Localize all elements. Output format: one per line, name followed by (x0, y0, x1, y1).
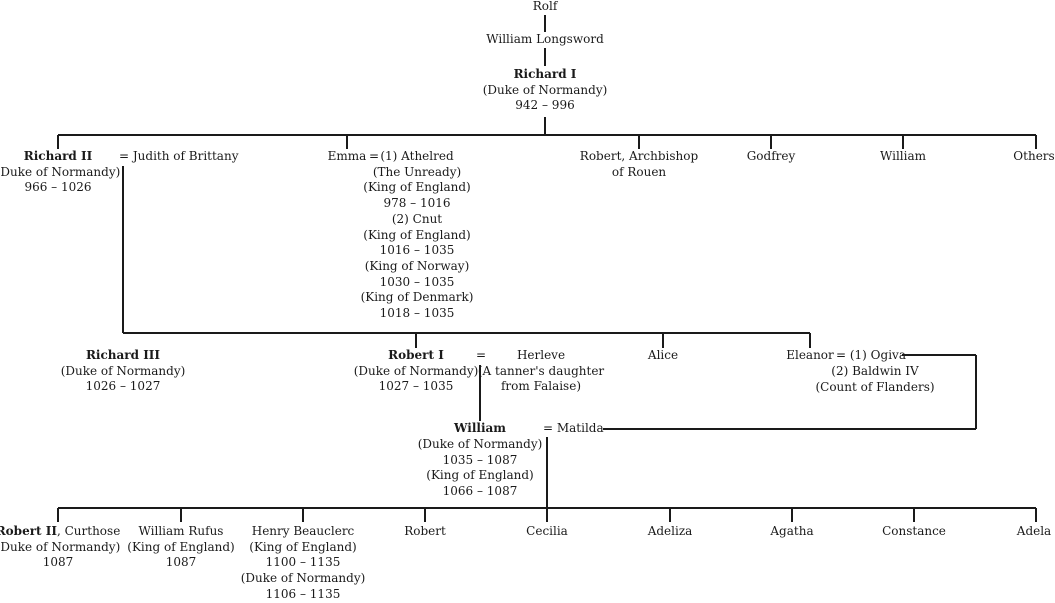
spouse-athelred-cnut: (1) Athelred (The Unready) (King of Engl… (361, 149, 474, 322)
person-name: Cecilia (526, 524, 568, 538)
person-william-rufus: William Rufus (King of England) 1087 (127, 524, 234, 571)
person-constance: Constance (882, 524, 946, 540)
person-name: Robert, Archbishop (579, 149, 699, 163)
person-dates: 942 – 996 (515, 98, 575, 113)
person-name: Emma (327, 149, 367, 163)
person-name: Robert (404, 524, 446, 538)
person-name: Richard II (23, 149, 93, 163)
person-dates: 1026 – 1027 (85, 379, 161, 394)
spouse-baldwin-iv: (2) Baldwin IV (Count of Flanders) (815, 364, 934, 395)
equals-sign: = (369, 149, 380, 163)
person-title: (Count of Flanders) (815, 379, 935, 394)
person-richard-i: Richard I (Duke of Normandy) 942 – 996 (483, 67, 608, 114)
person-name: Henry Beauclerc (251, 524, 355, 538)
marriage-sign-robert-i: = (476, 348, 486, 364)
person-name: (2) Cnut (391, 211, 443, 226)
person-name: Adela (1016, 524, 1052, 538)
person-cecilia: Cecilia (526, 524, 568, 540)
equals-sign: = (476, 348, 487, 362)
person-william-titles: (Duke of Normandy) 1035 – 1087 (King of … (418, 437, 543, 500)
person-title: (King of England) (363, 180, 471, 195)
person-dates: 1016 – 1035 (379, 243, 455, 258)
person-name: Richard I (513, 67, 577, 81)
person-description: from Falaise) (500, 379, 582, 394)
person-name: Herleve (516, 348, 566, 362)
person-name: William Rufus (138, 524, 224, 538)
person-dates: 1087 (42, 555, 74, 570)
person-description: (A tanner's daughter (477, 363, 605, 378)
spouse-matilda: = Matilda (543, 421, 604, 437)
person-name: Constance (882, 524, 946, 538)
person-name: (2) Baldwin IV (831, 364, 919, 378)
person-william-the-conqueror: William (454, 421, 506, 437)
person-dates: 978 – 1016 (383, 196, 451, 211)
person-adeliza: Adeliza (648, 524, 693, 540)
marriage-sign-emma: = (369, 149, 379, 165)
person-william-longsword: William Longsword (486, 32, 604, 48)
person-name: William (454, 421, 506, 435)
person-dates: 1018 – 1035 (379, 306, 455, 321)
person-name: Rolf (532, 0, 558, 13)
spouse-herleve: Herleve (A tanner's daughter from Falais… (478, 348, 604, 395)
person-agatha: Agatha (770, 524, 813, 540)
person-name: Godfrey (746, 149, 796, 163)
person-henry-beauclerc: Henry Beauclerc (King of England) 1100 –… (241, 524, 366, 603)
person-title: (King of England) (249, 539, 357, 554)
person-name: Eleanor (786, 348, 834, 362)
person-name: Robert II (0, 524, 57, 538)
person-title: (King of England) (127, 539, 235, 554)
person-name: Richard III (85, 348, 161, 362)
person-title: (King of England) (426, 468, 534, 483)
person-title: (Duke of Normandy) (353, 363, 479, 378)
person-robert-ii-curthose: Robert II, Curthose (Duke of Normandy) 1… (0, 524, 120, 571)
person-title: (Duke of Normandy) (240, 571, 366, 586)
person-adela: Adela (1017, 524, 1051, 540)
person-name: Robert I (388, 348, 444, 362)
person-title: (King of Norway) (364, 258, 470, 273)
person-richard-iii: Richard III (Duke of Normandy) 1026 – 10… (61, 348, 186, 395)
person-name: (1) Athelred (380, 149, 454, 163)
person-emma: Emma (328, 149, 367, 165)
person-title: (Duke of Normandy) (0, 164, 121, 179)
person-dates: 966 – 1026 (24, 180, 92, 195)
person-others: Others (1013, 149, 1054, 165)
person-dates: 1106 – 1135 (265, 586, 341, 601)
person-name: Agatha (770, 524, 814, 538)
person-title: of Rouen (611, 164, 667, 179)
person-robert: Robert (404, 524, 446, 540)
person-richard-ii: Richard II (Duke of Normandy) 966 – 1026 (0, 149, 120, 196)
person-dates: 1066 – 1087 (442, 484, 518, 499)
person-title: (Duke of Normandy) (0, 539, 121, 554)
person-godfrey: Godfrey (747, 149, 796, 165)
person-title: (Duke of Normandy) (482, 82, 608, 97)
person-name: = (1) Ogiva (836, 348, 906, 362)
person-name: Others (1013, 149, 1055, 163)
person-name: = Judith of Brittany (119, 149, 239, 163)
person-dates: 1030 – 1035 (379, 274, 455, 289)
person-title: (Duke of Normandy) (417, 437, 543, 451)
person-dates: 1035 – 1087 (442, 452, 518, 467)
person-alice: Alice (648, 348, 678, 364)
person-title: (King of England) (363, 227, 471, 242)
person-robert-archbishop: Robert, Archbishop of Rouen (580, 149, 698, 180)
person-name: Alice (647, 348, 679, 362)
person-name: William Longsword (486, 32, 604, 46)
person-title: (Duke of Normandy) (60, 363, 186, 378)
person-eleanor: Eleanor (786, 348, 834, 364)
spouse-ogiva: = (1) Ogiva (836, 348, 906, 364)
person-epithet: , Curthose (56, 524, 121, 538)
person-dates: 1087 (165, 555, 197, 570)
person-name: William (879, 149, 927, 163)
spouse-judith-of-brittany: = Judith of Brittany (119, 149, 238, 165)
person-name: Adeliza (647, 524, 693, 538)
person-title: (King of Denmark) (360, 290, 474, 305)
person-name: = Matilda (543, 421, 604, 435)
person-dates: 1100 – 1135 (265, 555, 341, 570)
person-dates: 1027 – 1035 (378, 379, 454, 394)
person-william-son-of-richard-i: William (880, 149, 926, 165)
person-rolf: Rolf (533, 0, 558, 15)
person-robert-i: Robert I (Duke of Normandy) 1027 – 1035 (354, 348, 479, 395)
person-epithet: (The Unready) (372, 164, 462, 179)
